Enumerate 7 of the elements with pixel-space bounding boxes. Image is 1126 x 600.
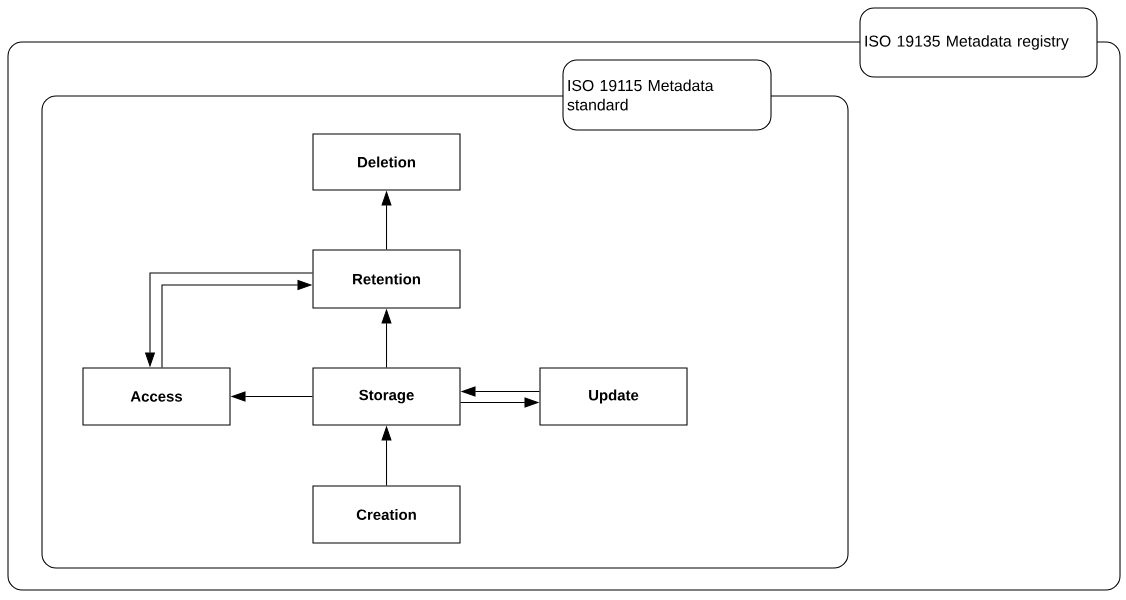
process-box: Update (539, 367, 688, 426)
node-label: ISO 19115 Metadata (568, 79, 714, 92)
process-box: Access (82, 367, 231, 426)
process-box: Deletion (312, 133, 461, 191)
process-box: Creation (312, 485, 461, 544)
process-box: Retention (312, 249, 461, 309)
process-box: Storage (312, 367, 461, 426)
